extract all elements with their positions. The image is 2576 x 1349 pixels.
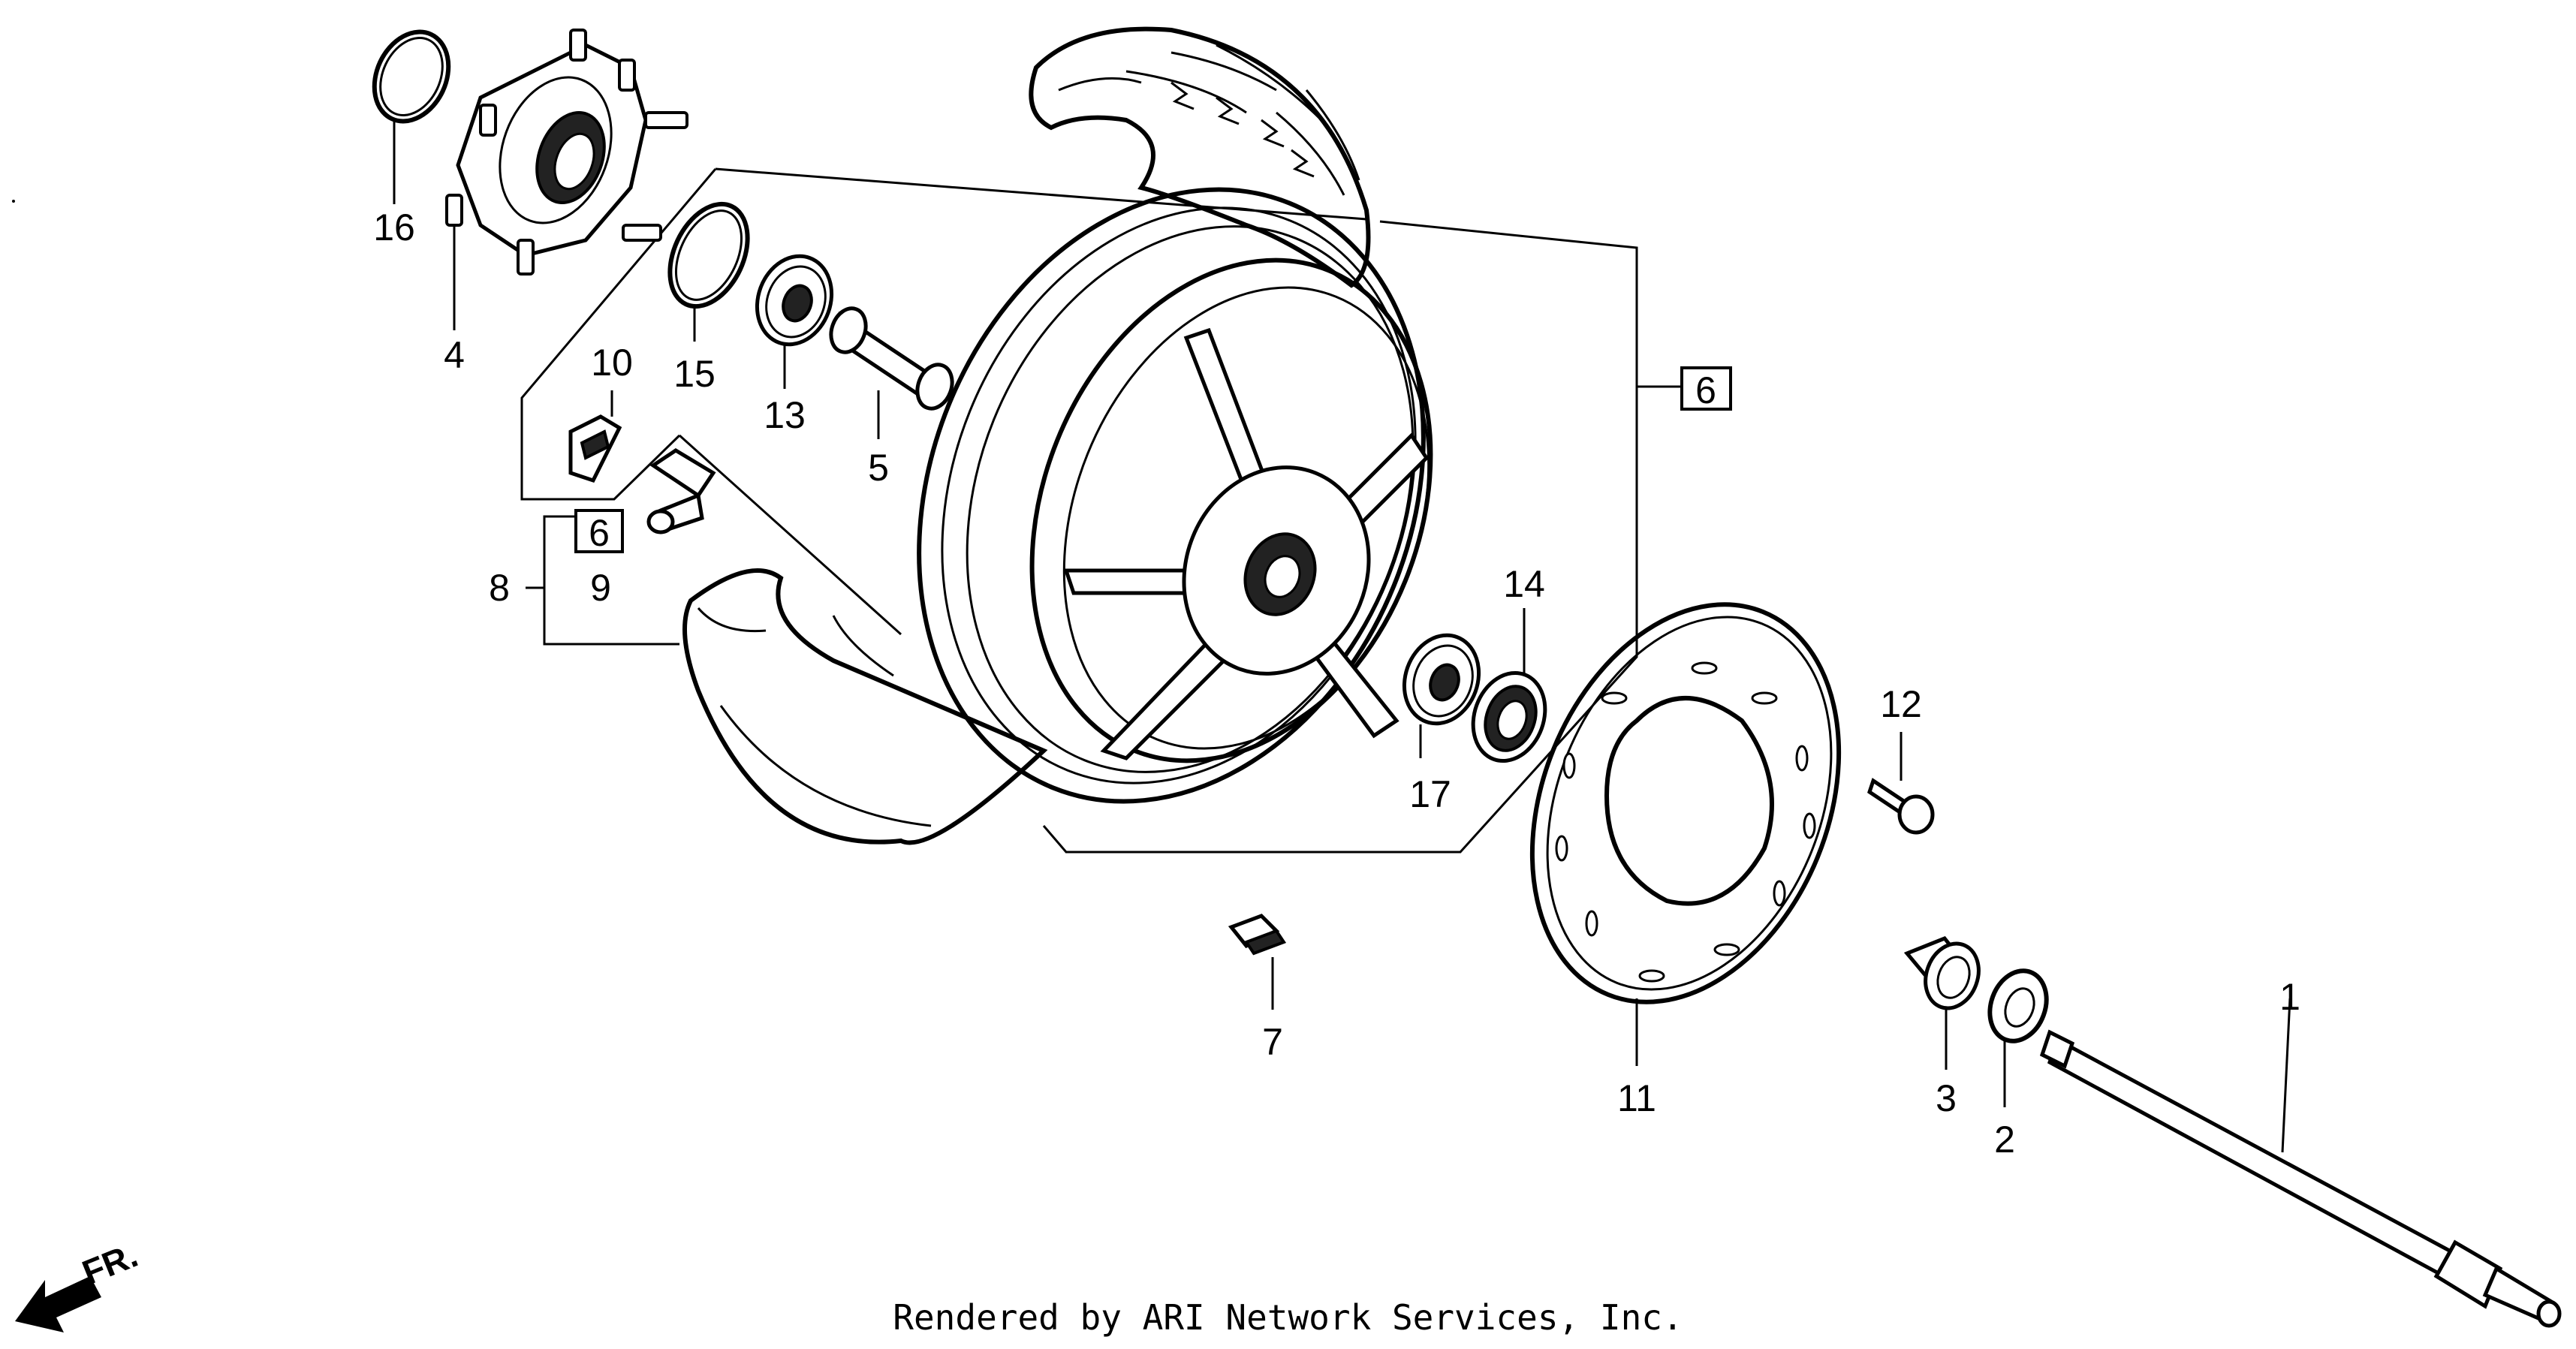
bearing-13 (755, 254, 834, 389)
o-ring-16 (372, 29, 451, 204)
label-part-17: 17 (1409, 773, 1451, 815)
inner-tube (682, 568, 1048, 845)
valve-9 (646, 448, 716, 534)
label-part-9: 9 (590, 567, 611, 609)
bolt-12 (1867, 732, 1935, 835)
stray-dot (12, 200, 15, 203)
label-part-4: 4 (444, 334, 465, 376)
collar-3 (1903, 935, 1981, 1070)
distance-collar-5 (829, 306, 954, 439)
label-part-13: 13 (764, 394, 806, 436)
callout-box-6-right (1680, 366, 1732, 411)
o-ring-15 (667, 201, 750, 342)
callout-box-6-left (574, 509, 624, 553)
label-part-3: 3 (1936, 1077, 1957, 1119)
label-part-11: 11 (1617, 1077, 1656, 1119)
label-part-7: 7 (1262, 1021, 1283, 1063)
label-part-12: 12 (1880, 683, 1922, 725)
brake-disc-11 (1529, 602, 1842, 1066)
label-part-15: 15 (673, 353, 716, 395)
label-part-2: 2 (1994, 1119, 2015, 1161)
arrow-icon (15, 1276, 101, 1332)
label-part-16: 16 (373, 206, 415, 248)
tire (1029, 26, 1371, 288)
bearing-17 (1402, 633, 1481, 758)
label-part-6-right: 6 (1695, 369, 1716, 411)
label-part-6-left: 6 (589, 512, 610, 554)
label-part-1: 1 (2279, 976, 2300, 1018)
label-part-14: 14 (1503, 563, 1545, 605)
dust-seal-14 (1471, 608, 1547, 763)
driven-flange-4 (445, 29, 688, 330)
axle-1 (2039, 998, 2562, 1328)
label-part-5: 5 (868, 447, 889, 489)
clip-7 (1228, 914, 1287, 1010)
label-part-8: 8 (489, 567, 510, 609)
label-part-10: 10 (591, 342, 633, 384)
part-labels: 16 4 15 13 10 5 6 9 8 6 14 17 12 7 11 3 … (373, 206, 2300, 1161)
wheel-rim (917, 187, 1433, 804)
washer-2 (1987, 968, 2049, 1107)
clip-10 (568, 390, 622, 483)
footer-credit: Rendered by ARI Network Services, Inc. (893, 1297, 1683, 1338)
